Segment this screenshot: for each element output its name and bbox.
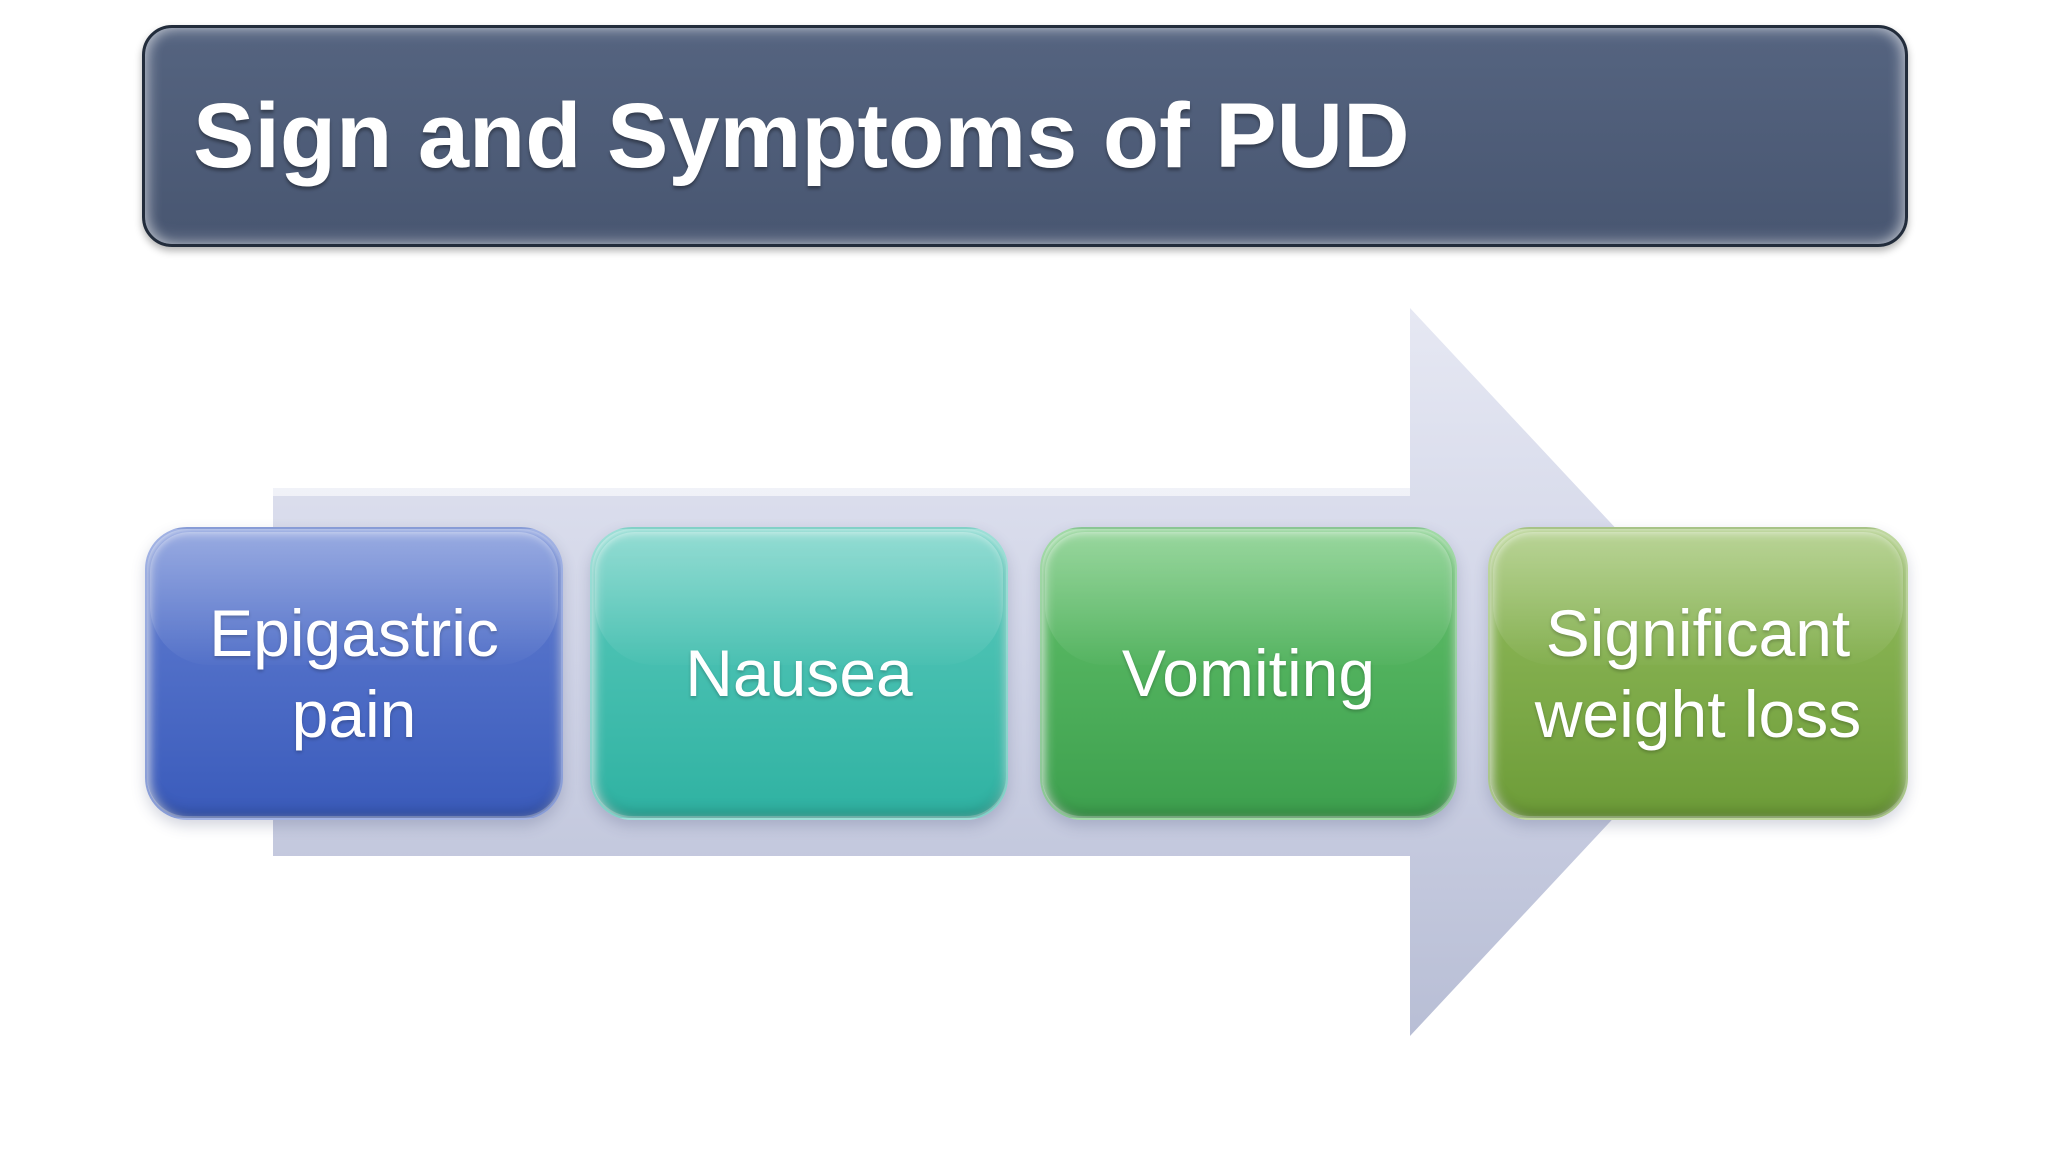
symptom-label: Vomiting bbox=[1121, 636, 1376, 711]
symptom-box-nausea: Nausea bbox=[590, 527, 1008, 820]
symptom-box-significant-weight-loss: Significant weight loss bbox=[1488, 527, 1908, 820]
title-text: Sign and Symptoms of PUD bbox=[193, 84, 1410, 187]
title-banner: Sign and Symptoms of PUD bbox=[142, 25, 1908, 247]
symptom-label: Nausea bbox=[685, 636, 913, 711]
symptom-label: Significant weight loss bbox=[1534, 595, 1862, 751]
symptom-label: Epigastric pain bbox=[209, 595, 499, 751]
symptom-box-epigastric-pain: Epigastric pain bbox=[145, 527, 563, 820]
symptom-box-vomiting: Vomiting bbox=[1040, 527, 1457, 820]
arrow-top-highlight bbox=[273, 488, 1410, 496]
